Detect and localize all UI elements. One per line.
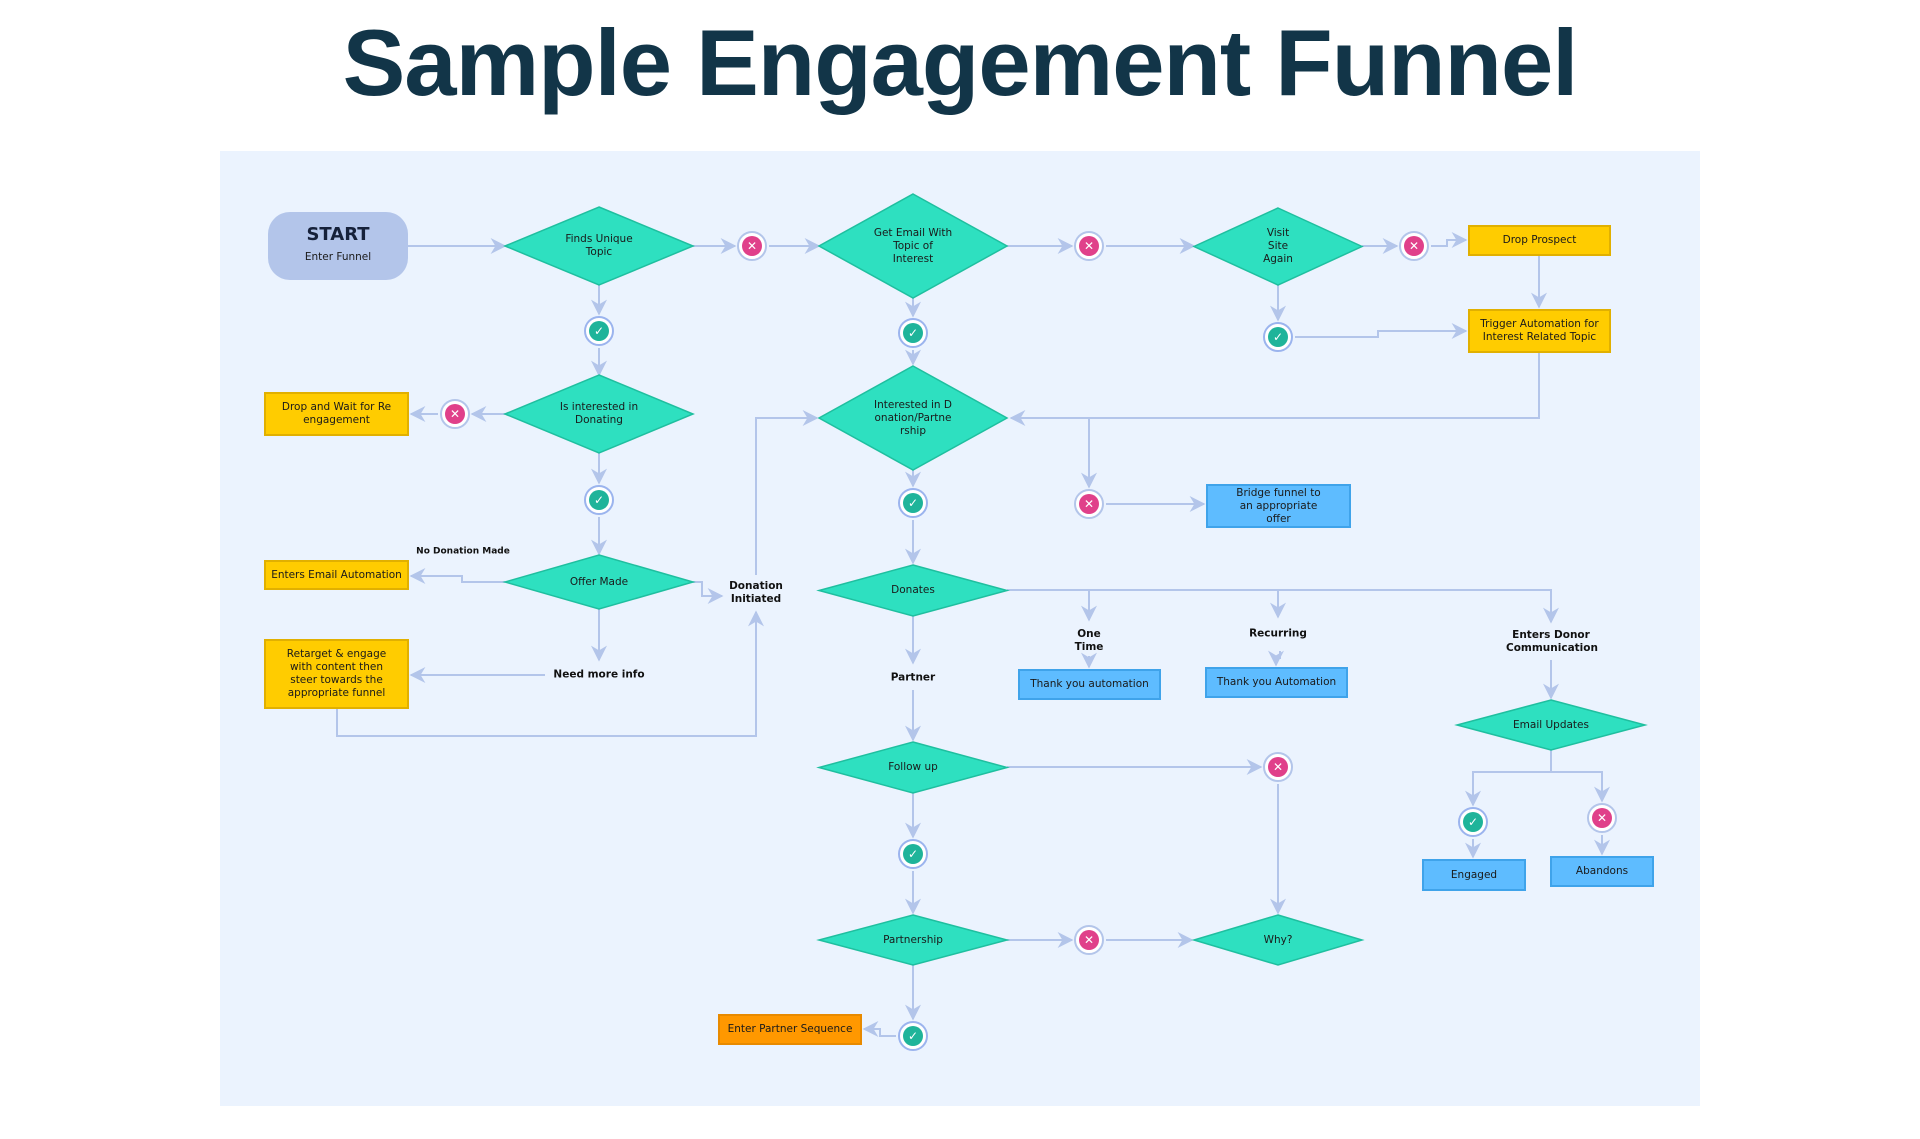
close-icon: ✕ [1268, 757, 1288, 777]
diamond-shape [819, 194, 1007, 298]
diamond-shape [819, 915, 1007, 965]
diamond-shape [819, 366, 1007, 470]
decision-interested-in-donating[interactable]: Is interested in Donating [505, 375, 693, 453]
no-badge: ✕ [1074, 231, 1104, 261]
diamond-shape [1194, 208, 1362, 285]
check-icon: ✓ [903, 493, 923, 513]
decision-follow-up[interactable]: Follow up [819, 742, 1007, 793]
yes-badge: ✓ [898, 839, 928, 869]
check-icon: ✓ [1268, 327, 1288, 347]
no-badge: ✕ [440, 399, 470, 429]
yes-badge: ✓ [1263, 322, 1293, 352]
action-drop-prospect[interactable]: Drop Prospect [1468, 225, 1611, 256]
decision-partnership[interactable]: Partnership [819, 915, 1007, 965]
action-label: Enters Email Automation [271, 568, 402, 581]
action-trigger-automation[interactable]: Trigger Automation for Interest Related … [1468, 309, 1611, 353]
close-icon: ✕ [742, 236, 762, 256]
decision-label: Follow up [888, 761, 938, 773]
decision-label: Offer Made [569, 575, 629, 588]
page-title: Sample Engagement Funnel [342, 10, 1579, 115]
diamond-shape [505, 375, 693, 453]
action-label: Drop and Wait for Re engagement [281, 401, 392, 426]
outcome-thank-you-recurring[interactable]: Thank you Automation [1205, 667, 1348, 698]
label-donation-initiated: Donation Initiated [729, 580, 783, 605]
check-icon: ✓ [589, 490, 609, 510]
decision-finds-unique-topic[interactable]: Finds Unique Topic [505, 207, 693, 285]
outcome-label: Abandons [1575, 865, 1629, 877]
action-label: Trigger Automation for Interest Related … [1480, 318, 1599, 343]
no-badge: ✕ [1587, 803, 1617, 833]
label-partner: Partner [890, 671, 936, 684]
decision-label: Email Updates [1513, 718, 1589, 731]
close-icon: ✕ [1079, 930, 1099, 950]
decision-label: Get Email With Topic of Interest [873, 226, 953, 265]
action-drop-and-wait[interactable]: Drop and Wait for Re engagement [264, 392, 409, 436]
yes-badge: ✓ [898, 1021, 928, 1051]
decision-label: Is interested in Donating [559, 401, 639, 426]
start-subtitle: Enter Funnel [304, 251, 372, 263]
diamond-shape [1457, 700, 1645, 750]
close-icon: ✕ [1592, 808, 1612, 828]
label-recurring: Recurring [1249, 627, 1307, 640]
close-icon: ✕ [1404, 236, 1424, 256]
no-badge: ✕ [737, 231, 767, 261]
outcome-label: Bridge funnel to an appropriate offer [1236, 486, 1321, 525]
check-icon: ✓ [903, 1026, 923, 1046]
decision-why[interactable]: Why? [1194, 915, 1362, 965]
close-icon: ✕ [1079, 494, 1099, 514]
no-badge: ✕ [1074, 489, 1104, 519]
outcome-label: Thank you automation [1030, 678, 1149, 690]
start-node[interactable]: START Enter Funnel [268, 212, 408, 280]
diamond-shape [819, 565, 1007, 616]
no-badge: ✕ [1074, 925, 1104, 955]
decision-label: Partnership [883, 933, 943, 946]
diamond-shape [505, 555, 693, 609]
label-need-more-info: Need more info [553, 668, 645, 681]
yes-badge: ✓ [584, 316, 614, 346]
yes-badge: ✓ [898, 318, 928, 348]
label-no-donation-made: No Donation Made [416, 546, 510, 557]
decision-interested-donation-partnership[interactable]: Interested in Donation/Partnership [819, 366, 1007, 470]
close-icon: ✕ [445, 404, 465, 424]
check-icon: ✓ [1463, 812, 1483, 832]
decision-visit-site-again[interactable]: Visit Site Again [1194, 208, 1362, 285]
decision-donates[interactable]: Donates [819, 565, 1007, 616]
decision-label: Why? [1263, 933, 1293, 946]
decision-get-email[interactable]: Get Email With Topic of Interest [819, 194, 1007, 298]
start-title: START [306, 224, 370, 245]
label-one-time: One Time [1074, 628, 1104, 653]
action-label: Enter Partner Sequence [727, 1023, 853, 1035]
diamond-shape [505, 207, 693, 285]
close-icon: ✕ [1079, 236, 1099, 256]
outcome-abandons[interactable]: Abandons [1550, 856, 1654, 887]
action-enter-partner-sequence[interactable]: Enter Partner Sequence [718, 1014, 862, 1045]
check-icon: ✓ [903, 323, 923, 343]
action-retarget[interactable]: Retarget & engage with content then stee… [264, 639, 409, 709]
no-badge: ✕ [1263, 752, 1293, 782]
diamond-shape [1194, 915, 1362, 965]
check-icon: ✓ [589, 321, 609, 341]
outcome-label: Thank you Automation [1216, 676, 1337, 688]
no-badge: ✕ [1399, 231, 1429, 261]
decision-label: Donates [891, 584, 935, 596]
diamond-shape [819, 742, 1007, 793]
decision-email-updates[interactable]: Email Updates [1457, 700, 1645, 750]
action-label: Retarget & engage with content then stee… [286, 648, 387, 699]
label-enters-donor-communication: Enters Donor Communication [1506, 629, 1598, 654]
outcome-engaged[interactable]: Engaged [1422, 859, 1526, 891]
decision-label: Visit Site Again [1263, 227, 1293, 265]
outcome-bridge-funnel[interactable]: Bridge funnel to an appropriate offer [1206, 484, 1351, 528]
decision-label: Finds Unique Topic [565, 233, 633, 258]
outcome-label: Engaged [1450, 868, 1498, 881]
yes-badge: ✓ [898, 488, 928, 518]
action-label: Drop Prospect [1502, 234, 1577, 246]
action-enters-email-automation[interactable]: Enters Email Automation [264, 560, 409, 590]
yes-badge: ✓ [584, 485, 614, 515]
decision-label: Interested in Donation/Partnership [874, 398, 952, 437]
check-icon: ✓ [903, 844, 923, 864]
outcome-thank-you-one-time[interactable]: Thank you automation [1018, 669, 1161, 700]
yes-badge: ✓ [1458, 807, 1488, 837]
decision-offer-made[interactable]: Offer Made [505, 555, 693, 609]
